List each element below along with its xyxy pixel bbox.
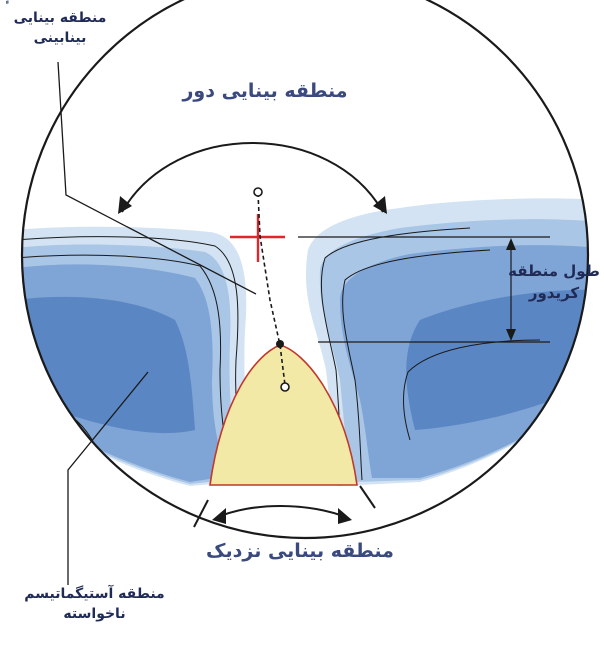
left-zone-core [15, 297, 195, 433]
corridor-label-line-2: کریدور [504, 282, 604, 304]
intermediate-label-line-1: منطقه بینایی [0, 8, 120, 28]
distance-zone-label: منطقه بینایی دور [140, 80, 390, 102]
distance-reference-point [254, 188, 262, 196]
corridor-label-line-1: طول منطقه [504, 260, 604, 282]
near-zone-label: منطقه بینایی نزدیک [175, 540, 425, 562]
astigmatism-zone-label: منطقه آستیگماتیسم ناخواسته [2, 584, 187, 624]
astigmatism-label-line-2: ناخواسته [2, 604, 187, 624]
astigmatism-label-line-1: منطقه آستیگماتیسم [2, 584, 187, 604]
intermediate-label-line-2: بینابینی [0, 28, 120, 48]
corridor-length-label: طول منطقه کریدور [504, 260, 604, 304]
intermediate-zone-label: منطقه بینایی بینابینی [0, 8, 120, 48]
corridor-end-point [276, 340, 284, 348]
near-reference-point [281, 383, 289, 391]
